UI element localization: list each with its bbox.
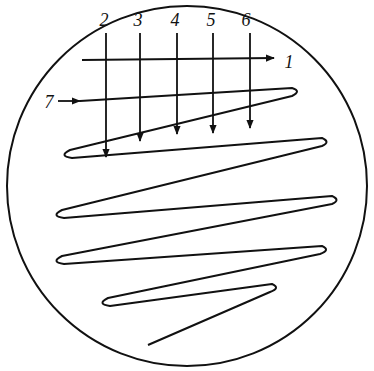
direction-arrow <box>212 33 214 133</box>
callout-number: 7 <box>45 92 54 112</box>
callout-number: 3 <box>134 10 143 30</box>
direction-arrow <box>105 33 107 157</box>
dish-outline <box>7 6 367 366</box>
direction-arrow <box>249 33 251 128</box>
direction-arrow <box>176 33 178 134</box>
callout-number: 5 <box>207 10 216 30</box>
callout-number: 6 <box>242 10 251 30</box>
callout-number: 2 <box>100 10 109 30</box>
direction-arrow <box>58 100 80 102</box>
direction-arrow <box>139 33 141 141</box>
streak-line <box>56 88 336 345</box>
direction-arrow <box>82 58 274 60</box>
callout-number: 4 <box>171 10 180 30</box>
callout-number: 1 <box>285 52 294 72</box>
